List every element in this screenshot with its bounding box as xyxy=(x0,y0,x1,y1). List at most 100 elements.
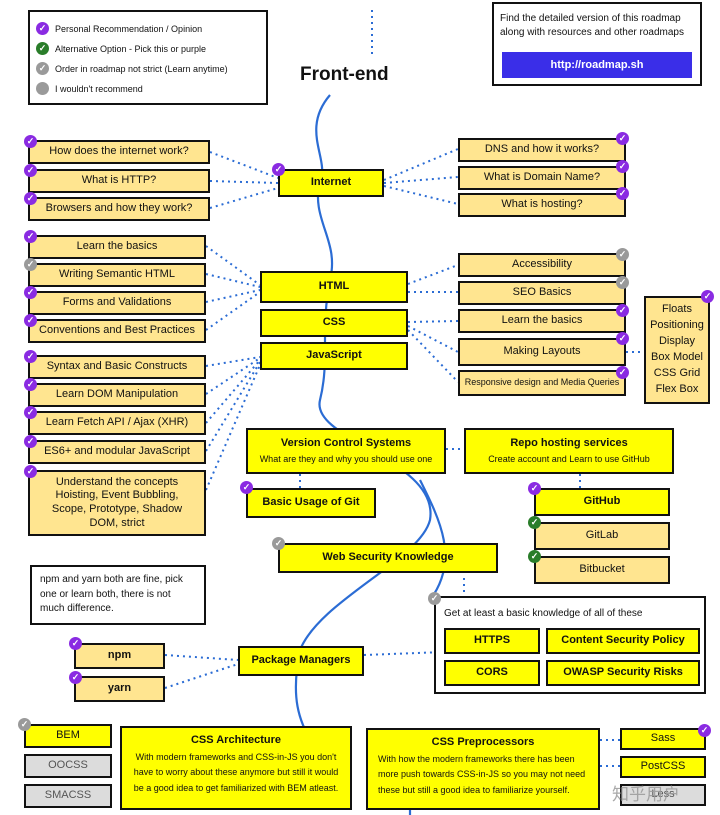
css-item[interactable]: Accessibility xyxy=(458,253,626,277)
layout-item: Box Model xyxy=(651,351,703,363)
node-css[interactable]: CSS xyxy=(260,309,408,337)
purple-check-icon: ✓ xyxy=(701,290,714,303)
purple-check-icon: ✓ xyxy=(69,637,82,650)
html-item[interactable]: Writing Semantic HTML xyxy=(28,263,206,287)
arch-bem[interactable]: BEM xyxy=(24,724,112,748)
js-item[interactable]: Learn Fetch API / Ajax (XHR) xyxy=(28,411,206,435)
watermark: 知乎用户 xyxy=(612,785,680,804)
html-item[interactable]: Forms and Validations xyxy=(28,291,206,315)
green-check-icon: ✓ xyxy=(36,42,49,55)
purple-check-icon: ✓ xyxy=(528,482,541,495)
purple-check-icon: ✓ xyxy=(616,132,629,145)
repo-subtitle: Create account and Learn to use GitHub xyxy=(488,453,650,464)
purple-check-icon: ✓ xyxy=(24,350,37,363)
layout-item: CSS Grid xyxy=(653,366,701,379)
purple-check-icon: ✓ xyxy=(69,671,82,684)
node-package-managers[interactable]: Package Managers xyxy=(238,646,364,676)
grey-check-icon: ✓ xyxy=(272,537,285,550)
html-item[interactable]: Learn the basics xyxy=(28,235,206,259)
css-item[interactable]: Learn the basics xyxy=(458,309,626,333)
pre-sass[interactable]: Sass xyxy=(620,728,706,750)
pre-postcss[interactable]: PostCSS xyxy=(620,756,706,778)
layout-item: Display xyxy=(658,335,696,348)
css-item[interactable]: Responsive design and Media Queries xyxy=(458,370,626,396)
repo-title: Repo hosting services xyxy=(510,437,628,449)
css-item[interactable]: SEO Basics xyxy=(458,281,626,305)
node-web-security[interactable]: Web Security Knowledge xyxy=(278,543,498,573)
node-html[interactable]: HTML xyxy=(260,271,408,303)
layout-item: Positioning xyxy=(650,319,704,332)
node-javascript[interactable]: JavaScript xyxy=(260,342,408,370)
node-css-preprocessors[interactable]: CSS Preprocessors With how the modern fr… xyxy=(366,728,600,810)
purple-check-icon: ✓ xyxy=(24,465,37,478)
internet-left-item[interactable]: Browsers and how they work? xyxy=(28,197,210,221)
internet-right-item[interactable]: DNS and how it works? xyxy=(458,138,626,162)
layouts-list[interactable]: Floats Positioning Display Box Model CSS… xyxy=(644,296,710,404)
purple-check-icon: ✓ xyxy=(616,332,629,345)
pm-npm[interactable]: npm xyxy=(74,643,165,669)
internet-right-item[interactable]: What is Domain Name? xyxy=(458,166,626,190)
js-item[interactable]: Learn DOM Manipulation xyxy=(28,383,206,407)
pm-yarn[interactable]: yarn xyxy=(74,676,165,702)
js-item[interactable]: Understand the concepts Hoisting, Event … xyxy=(28,470,206,536)
repo-gitlab[interactable]: GitLab xyxy=(534,522,670,550)
node-css-architecture[interactable]: CSS Architecture With modern frameworks … xyxy=(120,726,352,810)
pre-less[interactable]: Less xyxy=(620,784,706,806)
layout-item: Floats xyxy=(662,303,692,316)
purple-check-icon: ✓ xyxy=(24,406,37,419)
js-item[interactable]: ES6+ and modular JavaScript xyxy=(28,440,206,464)
purple-check-icon: ✓ xyxy=(36,22,49,35)
purple-check-icon: ✓ xyxy=(616,187,629,200)
internet-left-item[interactable]: What is HTTP? xyxy=(28,169,210,193)
grey-check-icon: ✓ xyxy=(36,62,49,75)
grey-check-icon: ✓ xyxy=(616,276,629,289)
purple-check-icon: ✓ xyxy=(616,366,629,379)
node-vcs[interactable]: Version Control Systems What are they an… xyxy=(246,428,446,474)
repo-github[interactable]: GitHub xyxy=(534,488,670,516)
grey-check-icon: ✓ xyxy=(428,592,441,605)
node-git[interactable]: Basic Usage of Git xyxy=(246,488,376,518)
info-text: Find the detailed version of this roadma… xyxy=(500,13,684,38)
grey-dot-icon xyxy=(36,82,49,95)
pre-text: With how the modern frameworks there has… xyxy=(378,754,586,795)
vcs-title: Version Control Systems xyxy=(280,437,412,449)
page-title: Front-end xyxy=(300,64,389,85)
purple-check-icon: ✓ xyxy=(616,160,629,173)
security-item[interactable]: CORS xyxy=(444,660,540,686)
legend-alternative: Alternative Option - Pick this or purple xyxy=(55,43,207,54)
purple-check-icon: ✓ xyxy=(24,286,37,299)
node-repo-hosting[interactable]: Repo hosting services Create account and… xyxy=(464,428,674,474)
css-item[interactable]: Making Layouts xyxy=(458,338,626,366)
repo-bitbucket[interactable]: Bitbucket xyxy=(534,556,670,584)
purple-check-icon: ✓ xyxy=(24,164,37,177)
internet-right-item[interactable]: What is hosting? xyxy=(458,193,626,217)
html-item[interactable]: Conventions and Best Practices xyxy=(28,319,206,343)
grey-check-icon: ✓ xyxy=(24,258,37,271)
js-item[interactable]: Syntax and Basic Constructs xyxy=(28,355,206,379)
grey-check-icon: ✓ xyxy=(616,248,629,261)
security-item[interactable]: Content Security Policy xyxy=(546,628,700,654)
purple-check-icon: ✓ xyxy=(24,230,37,243)
node-internet[interactable]: Internet xyxy=(278,169,384,197)
purple-check-icon: ✓ xyxy=(616,304,629,317)
green-check-icon: ✓ xyxy=(528,550,541,563)
internet-left-item[interactable]: How does the internet work? xyxy=(28,140,210,164)
security-group: Get at least a basic knowledge of all of… xyxy=(434,596,706,694)
security-item[interactable]: OWASP Security Risks xyxy=(546,660,700,686)
green-check-icon: ✓ xyxy=(528,516,541,529)
arch-smacss[interactable]: SMACSS xyxy=(24,784,112,808)
arch-oocss[interactable]: OOCSS xyxy=(24,754,112,778)
purple-check-icon: ✓ xyxy=(24,378,37,391)
vcs-subtitle: What are they and why you should use one xyxy=(259,453,433,464)
legend-personal: Personal Recommendation / Opinion xyxy=(55,23,203,34)
legend-order: Order in roadmap not strict (Learn anyti… xyxy=(55,63,228,74)
security-item[interactable]: HTTPS xyxy=(444,628,540,654)
arch-title: CSS Architecture xyxy=(190,734,282,746)
layout-item: Flex Box xyxy=(655,382,699,395)
purple-check-icon: ✓ xyxy=(240,481,253,494)
legend: ✓ Personal Recommendation / Opinion ✓ Al… xyxy=(28,10,268,105)
roadmap-link-button[interactable]: http://roadmap.sh xyxy=(502,52,692,78)
legend-not-recommend: I wouldn't recommend xyxy=(55,83,143,94)
purple-check-icon: ✓ xyxy=(24,435,37,448)
grey-check-icon: ✓ xyxy=(18,718,31,731)
